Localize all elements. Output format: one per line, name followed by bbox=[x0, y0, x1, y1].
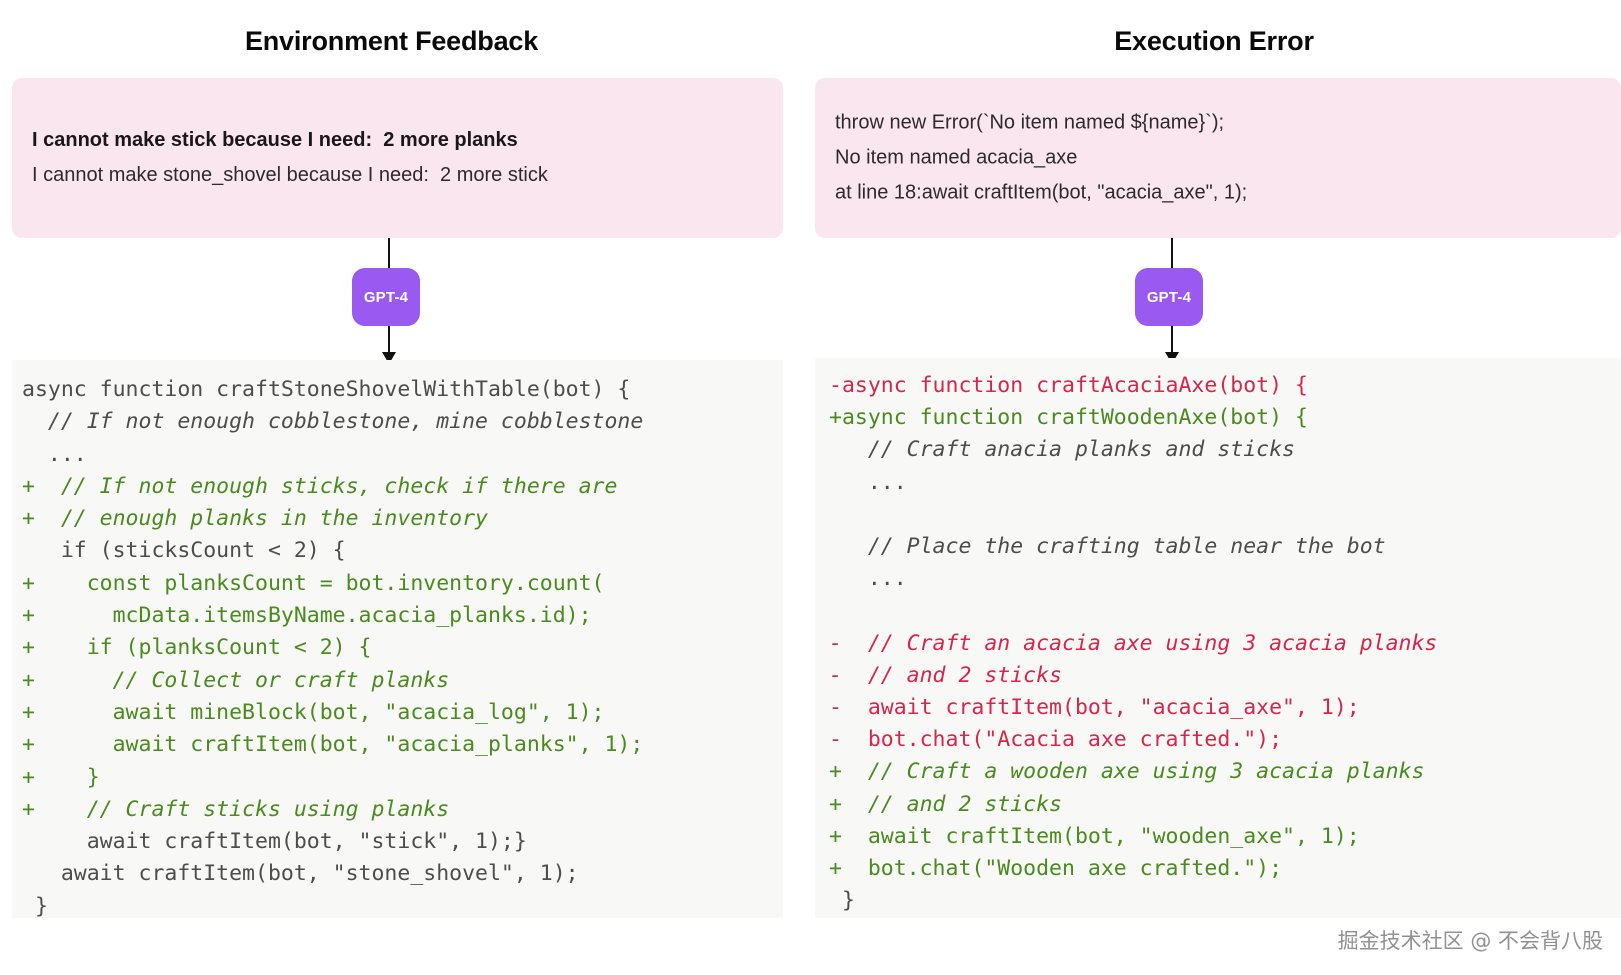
watermark: 掘金技术社区 @ 不会背八股 bbox=[1337, 929, 1603, 953]
gpt4-badge-left: GPT-4 bbox=[352, 268, 420, 326]
code-line: - bot.chat("Acacia axe crafted."); bbox=[829, 727, 1283, 753]
feedback-line-1: I cannot make stick because I need: 2 mo… bbox=[32, 129, 518, 151]
flow-arrow-right: GPT-4 bbox=[1135, 238, 1225, 364]
feedback-line-2: I cannot make stone_shovel because I nee… bbox=[32, 164, 548, 186]
code-line: + // Craft a wooden axe using 3 acacia p… bbox=[829, 759, 1425, 785]
panel-environment-feedback: Environment Feedback I cannot make stick… bbox=[0, 0, 795, 975]
code-line: if (sticksCount < 2) { bbox=[22, 538, 346, 564]
code-line: + // and 2 sticks bbox=[829, 791, 1062, 817]
code-line-blank bbox=[829, 595, 1611, 627]
code-line: // Craft anacia planks and sticks bbox=[829, 437, 1295, 463]
error-line-3: at line 18:await craftItem(bot, "acacia_… bbox=[835, 181, 1248, 204]
code-block-right[interactable]: -async function craftAcaciaAxe(bot) { +a… bbox=[815, 358, 1621, 918]
code-line: + bot.chat("Wooden axe crafted."); bbox=[829, 856, 1283, 882]
code-line: -async function craftAcaciaAxe(bot) { bbox=[829, 373, 1308, 398]
code-line: } bbox=[22, 893, 48, 918]
code-line: + await craftItem(bot, "wooden_axe", 1); bbox=[829, 823, 1360, 849]
code-line: - await craftItem(bot, "acacia_axe", 1); bbox=[829, 695, 1360, 721]
code-line: + // enough planks in the inventory bbox=[22, 506, 488, 532]
code-line: - // and 2 sticks bbox=[829, 662, 1062, 688]
code-line: + if (planksCount < 2) { bbox=[22, 635, 372, 661]
environment-feedback-message-lines: I cannot make stick because I need: 2 mo… bbox=[32, 123, 763, 193]
code-line: + // Collect or craft planks bbox=[22, 667, 450, 693]
code-line: ... bbox=[22, 441, 87, 467]
code-line: // If not enough cobblestone, mine cobbl… bbox=[22, 409, 644, 435]
code-line-blank bbox=[829, 499, 1611, 531]
code-line: + mcData.itemsByName.acacia_planks.id); bbox=[22, 603, 592, 629]
error-line-2: No item named acacia_axe bbox=[835, 146, 1078, 169]
code-line: await craftItem(bot, "stick", 1);} bbox=[22, 829, 527, 855]
code-line: } bbox=[829, 888, 855, 914]
code-line: +async function craftWoodenAxe(bot) { bbox=[829, 405, 1308, 431]
code-line: await craftItem(bot, "stone_shovel", 1); bbox=[22, 861, 579, 887]
code-line: + await craftItem(bot, "acacia_planks", … bbox=[22, 732, 644, 758]
code-line: + } bbox=[22, 764, 100, 790]
page-title-execution-error: Execution Error bbox=[1114, 26, 1314, 56]
gpt4-badge-right: GPT-4 bbox=[1135, 268, 1203, 326]
execution-error-message-box: throw new Error(`No item named ${name}`)… bbox=[815, 78, 1621, 238]
error-line-1: throw new Error(`No item named ${name}`)… bbox=[835, 111, 1225, 134]
panel-execution-error: Execution Error throw new Error(`No item… bbox=[815, 0, 1621, 975]
execution-error-message-lines: throw new Error(`No item named ${name}`)… bbox=[835, 106, 1601, 211]
code-line: ... bbox=[829, 566, 907, 592]
code-line: // Place the crafting table near the bot bbox=[829, 534, 1386, 560]
code-line: async function craftStoneShovelWithTable… bbox=[22, 377, 631, 402]
code-line: + // If not enough sticks, check if ther… bbox=[22, 473, 618, 499]
code-line: - // Craft an acacia axe using 3 acacia … bbox=[829, 630, 1438, 656]
code-line: + const planksCount = bot.inventory.coun… bbox=[22, 570, 605, 596]
page-title-environment-feedback: Environment Feedback bbox=[244, 26, 539, 56]
code-line: ... bbox=[829, 469, 907, 495]
environment-feedback-message-box: I cannot make stick because I need: 2 mo… bbox=[12, 78, 783, 238]
flow-arrow-left: GPT-4 bbox=[352, 238, 442, 364]
code-line: + // Craft sticks using planks bbox=[22, 796, 450, 822]
code-block-left[interactable]: async function craftStoneShovelWithTable… bbox=[12, 360, 783, 918]
code-line: + await mineBlock(bot, "acacia_log", 1); bbox=[22, 699, 605, 725]
